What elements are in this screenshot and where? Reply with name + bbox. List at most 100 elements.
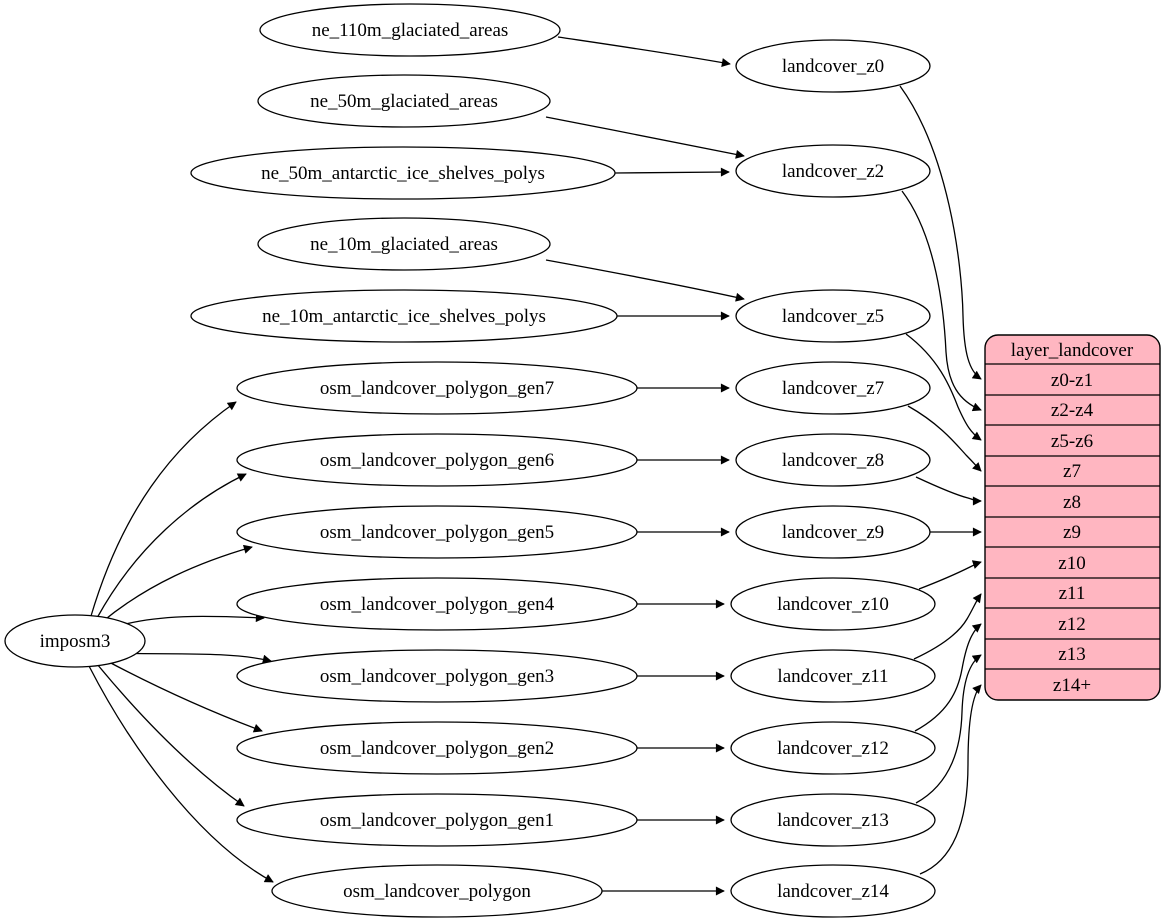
edge-ne-10m-glaciated-areas-to-landcover-z5 [545,259,745,302]
node-ne-10m-glaciated-areas: ne_10m_glaciated_areas [257,217,551,271]
edge-landcover-z14-to-row-z14plus [919,684,982,875]
node-landcover-z12: landcover_z12 [730,721,936,775]
node-label: osm_landcover_polygon_gen1 [320,810,554,831]
node-label: landcover_z11 [777,666,888,687]
table-row-z9: z9 [1063,522,1081,543]
node-osm-landcover-polygon-gen3: osm_landcover_polygon_gen3 [236,649,638,703]
node-osm-landcover-polygon-gen2: osm_landcover_polygon_gen2 [236,721,638,775]
node-landcover-z8: landcover_z8 [735,433,931,487]
node-label: imposm3 [40,631,111,652]
node-ellipse [730,577,936,631]
edge-ne-110m-glaciated-areas-to-landcover-z0 [557,36,731,68]
table-row-z12: z12 [1058,614,1085,635]
node-label: osm_landcover_polygon_gen5 [320,522,554,543]
node-ellipse [259,3,561,57]
node-label: landcover_z9 [782,522,884,543]
table-row-z5-z6: z5-z6 [1051,431,1093,452]
node-ellipse [730,864,936,918]
node-label: osm_landcover_polygon_gen2 [320,738,554,759]
node-ellipse [730,793,936,847]
node-label: landcover_z7 [782,378,884,399]
node-ellipse [236,433,638,487]
edge-imposm3-to-gen7 [90,401,237,617]
node-ellipse [735,39,931,93]
table-row-z7: z7 [1063,461,1081,482]
edge-landcover-z11-to-row-z11 [913,593,982,660]
node-label: ne_10m_antarctic_ice_shelves_polys [262,306,546,327]
edge-ne-50m-glaciated-areas-to-landcover-z2 [545,116,745,159]
node-ellipse [735,505,931,559]
edge-ne-50m-antarctic-ice-shelves-polys-to-landcover-z2 [614,167,730,177]
node-landcover-z9: landcover_z9 [735,505,931,559]
node-label: ne_50m_antarctic_ice_shelves_polys [261,163,545,184]
node-label: osm_landcover_polygon_gen6 [320,450,554,471]
node-ne-110m-glaciated-areas: ne_110m_glaciated_areas [259,3,561,57]
edge-imposm3-to-gen6 [96,473,247,619]
edge-landcover-z12-to-row-z12 [914,623,982,732]
node-label: landcover_z5 [782,306,884,327]
table-row-z2-z4: z2-z4 [1051,400,1094,421]
node-ellipse [236,649,638,703]
edge-landcover-z5-to-row-z5-z6 [905,333,982,441]
node-label: ne_110m_glaciated_areas [312,20,509,41]
table-row-z8: z8 [1063,492,1081,513]
node-landcover-z7: landcover_z7 [735,361,931,415]
node-ellipse [271,864,603,918]
node-ellipse [257,74,551,128]
node-landcover-z14: landcover_z14 [730,864,936,918]
node-ellipse [236,577,638,631]
node-osm-landcover-polygon-gen7: osm_landcover_polygon_gen7 [236,361,638,415]
node-ellipse [735,433,931,487]
table-title: layer_landcover [1011,340,1134,361]
node-ne-50m-glaciated-areas: ne_50m_glaciated_areas [257,74,551,128]
node-ne-50m-antarctic-ice-shelves-polys: ne_50m_antarctic_ice_shelves_polys [190,146,616,200]
edge-imposm3-to-gen2 [106,660,263,733]
node-label: osm_landcover_polygon_gen3 [320,666,554,687]
table-row-z11: z11 [1059,583,1086,604]
node-ellipse [236,505,638,559]
node-osm-landcover-polygon-gen1: osm_landcover_polygon_gen1 [236,793,638,847]
node-label: landcover_z0 [782,56,884,77]
node-osm-landcover-polygon: osm_landcover_polygon [271,864,603,918]
edge-landcover-z10-to-row-z10 [918,560,982,590]
table-row-z10: z10 [1058,553,1085,574]
node-osm-landcover-polygon-gen6: osm_landcover_polygon_gen6 [236,433,638,487]
edge-landcover-z2-to-row-z2-z4 [901,190,982,412]
node-landcover-z0: landcover_z0 [735,39,931,93]
node-ellipse [735,144,931,198]
edge-landcover-z8-to-row-z8 [915,476,982,506]
node-label: landcover_z2 [782,161,884,182]
node-osm-landcover-polygon-gen5: osm_landcover_polygon_gen5 [236,505,638,559]
edge-landcover-z7-to-row-z7 [907,405,982,472]
node-landcover-z13: landcover_z13 [730,793,936,847]
node-label: osm_landcover_polygon [343,881,531,902]
node-ellipse [236,721,638,775]
node-landcover-z10: landcover_z10 [730,577,936,631]
node-ellipse [190,146,616,200]
node-label: landcover_z10 [777,594,889,615]
node-ellipse [236,361,638,415]
node-label: landcover_z13 [777,810,889,831]
node-label: osm_landcover_polygon_gen7 [320,378,554,399]
node-landcover-z2: landcover_z2 [735,144,931,198]
node-ne-10m-antarctic-ice-shelves-polys: ne_10m_antarctic_ice_shelves_polys [190,289,618,343]
table-row-z13: z13 [1058,644,1085,665]
node-label: landcover_z12 [777,738,889,759]
edge-landcover-z0-to-row-z0-z1 [899,85,982,380]
table-row-z14plus: z14+ [1053,675,1091,696]
node-osm-landcover-polygon-gen4: osm_landcover_polygon_gen4 [236,577,638,631]
node-ellipse [730,721,936,775]
table-row-z0-z1: z0-z1 [1051,370,1093,391]
node-ellipse [236,793,638,847]
edge-imposm3-to-osm-landcover-polygon [88,665,274,883]
edge-landcover-z13-to-row-z13 [915,654,982,804]
node-ellipse [735,361,931,415]
node-label: landcover_z14 [777,881,889,902]
node-landcover-z5: landcover_z5 [735,289,931,343]
node-ellipse [735,289,931,343]
node-ellipse [730,649,936,703]
node-label: osm_landcover_polygon_gen4 [320,594,555,615]
node-label: ne_50m_glaciated_areas [310,91,498,112]
